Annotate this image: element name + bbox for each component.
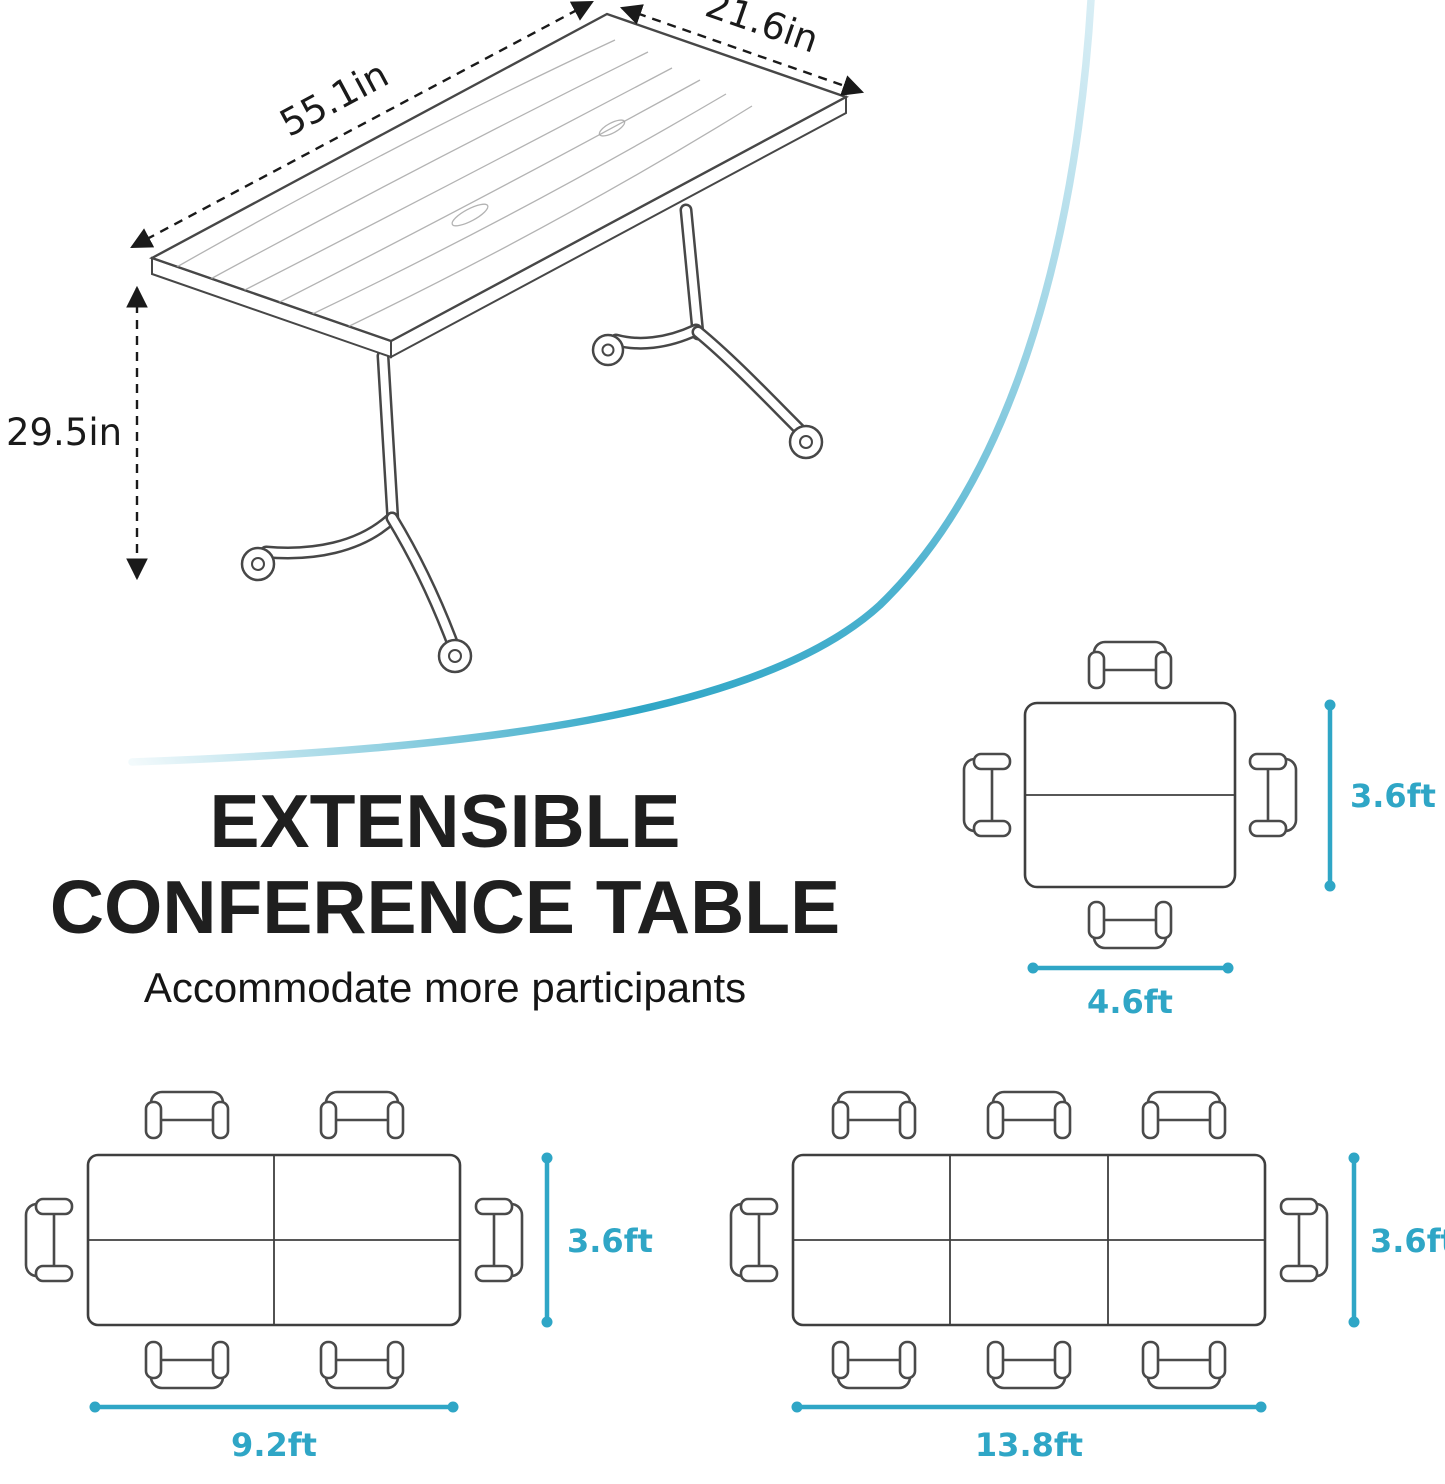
chair-icon [144, 1090, 230, 1140]
table-illustration [149, 12, 849, 674]
chair-icon [986, 1090, 1072, 1140]
caster-wheel [240, 546, 276, 582]
layout-double-table: 3.6ft 9.2ft [24, 1090, 653, 1464]
decorative-arc [128, 0, 1095, 766]
layout-single-table: 3.6ft 4.6ft [962, 640, 1436, 1021]
chair-icon [1087, 640, 1173, 690]
title-line-1: EXTENSIBLE [209, 779, 681, 863]
chair-icon [144, 1340, 230, 1390]
chair-icon [24, 1197, 74, 1283]
caster-wheel [437, 638, 473, 674]
title-line-2: CONFERENCE TABLE [49, 865, 841, 949]
chair-icon [729, 1197, 779, 1283]
depth-dimension-label: 3.6ft [1350, 777, 1436, 815]
table-front-leg [259, 349, 459, 649]
depth-dimension-label: 3.6ft [1370, 1222, 1445, 1260]
length-dimension-label: 9.2ft [231, 1426, 317, 1464]
chair-icon [474, 1197, 524, 1283]
length-dimension: 9.2ft [89, 1401, 459, 1464]
length-dimension-label: 55.1in [273, 53, 396, 146]
depth-dimension-label: 3.6ft [567, 1222, 653, 1260]
length-dimension-label: 13.8ft [975, 1426, 1083, 1464]
chair-icon [1279, 1197, 1329, 1283]
product-title: EXTENSIBLE CONFERENCE TABLE Accommodate … [0, 778, 890, 1012]
chair-icon [1087, 900, 1173, 950]
length-dimension: 4.6ft [1027, 962, 1234, 1021]
chair-icon [1248, 752, 1298, 838]
caster-wheel [788, 424, 824, 460]
chair-icon [831, 1340, 917, 1390]
chair-icon [1141, 1090, 1227, 1140]
length-dimension: 13.8ft [791, 1401, 1267, 1464]
depth-dimension: 3.6ft [1348, 1152, 1445, 1328]
caster-wheel [591, 333, 625, 367]
chair-icon [831, 1090, 917, 1140]
chair-icon [986, 1340, 1072, 1390]
chair-icon [1141, 1340, 1227, 1390]
title-subtitle: Accommodate more participants [143, 964, 747, 1011]
depth-dimension: 3.6ft [541, 1152, 653, 1328]
height-dimension-label: 29.5in [6, 411, 122, 454]
dimension-height: 29.5in [6, 285, 148, 581]
table-rear-leg [609, 203, 807, 437]
chair-icon [962, 752, 1012, 838]
layout-triple-table: 3.6ft 13.8ft [729, 1090, 1445, 1464]
length-dimension-label: 4.6ft [1087, 983, 1173, 1021]
chair-icon [319, 1090, 405, 1140]
depth-dimension: 3.6ft [1324, 699, 1436, 892]
chair-icon [319, 1340, 405, 1390]
